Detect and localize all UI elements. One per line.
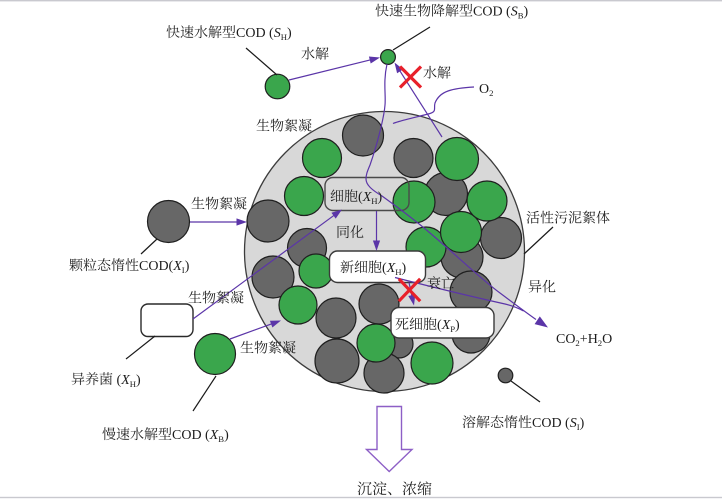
svg-text:X: X: [362, 190, 372, 205]
svg-text:+H: +H: [580, 332, 598, 347]
svg-text:COD (: COD (: [172, 428, 210, 443]
svg-text:): ): [287, 26, 292, 41]
svg-text:): ): [224, 428, 229, 443]
svg-text:S: S: [570, 416, 577, 431]
svg-text:X: X: [209, 428, 219, 443]
svg-text:2: 2: [575, 338, 579, 348]
svg-text:O: O: [479, 82, 489, 97]
svg-text:S: S: [511, 5, 518, 20]
svg-text:I: I: [182, 265, 185, 275]
svg-text:H: H: [395, 267, 402, 277]
svg-text:): ): [402, 261, 407, 276]
svg-text:(: (: [437, 318, 442, 333]
svg-text:(: (: [117, 373, 122, 388]
svg-text:2: 2: [489, 88, 493, 98]
svg-text:CO: CO: [556, 332, 575, 347]
svg-text:I: I: [577, 422, 580, 432]
svg-text:X: X: [386, 261, 396, 276]
svg-text:COD (: COD (: [236, 26, 274, 41]
svg-text:): ): [524, 5, 529, 20]
svg-text:X: X: [172, 259, 182, 274]
svg-text:X: X: [441, 318, 451, 333]
svg-text:O: O: [602, 332, 612, 347]
svg-text:): ): [136, 373, 141, 388]
svg-text:H: H: [130, 379, 137, 389]
svg-text:(: (: [358, 190, 363, 205]
svg-text:): ): [378, 190, 383, 205]
svg-text:B: B: [518, 10, 524, 20]
svg-text:(: (: [382, 261, 387, 276]
svg-text:H: H: [371, 196, 378, 206]
svg-text:X: X: [120, 373, 130, 388]
svg-text:): ): [580, 416, 585, 431]
svg-text:S: S: [274, 26, 281, 41]
svg-text:B: B: [218, 434, 224, 444]
svg-text:COD (: COD (: [532, 416, 570, 431]
svg-text:2: 2: [598, 338, 602, 348]
svg-text:): ): [455, 318, 460, 333]
svg-text:COD(: COD(: [139, 259, 174, 274]
svg-text:): ): [185, 259, 190, 274]
svg-text:H: H: [281, 32, 288, 42]
svg-text:COD (: COD (: [473, 5, 511, 20]
svg-text:P: P: [450, 324, 455, 334]
